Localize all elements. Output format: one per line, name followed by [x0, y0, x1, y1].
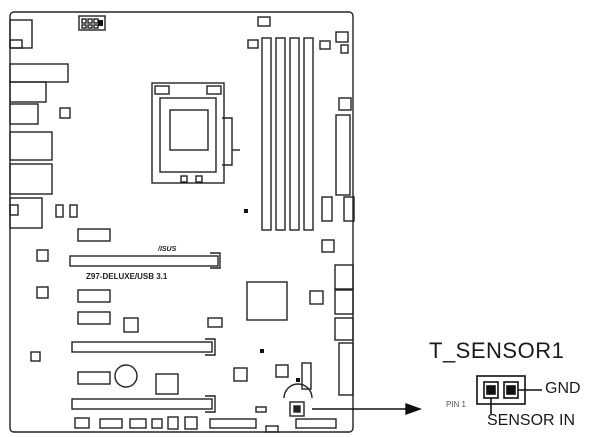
- pin1-label: PIN 1: [446, 400, 467, 409]
- m2-connector: [301, 362, 312, 390]
- t-sensor-header: [476, 375, 542, 414]
- cpu-socket: [151, 82, 240, 184]
- dimm-slots: [247, 31, 349, 231]
- small-components: [30, 107, 324, 382]
- solid-marks: [98, 20, 300, 382]
- chipset: [246, 281, 288, 321]
- sensor-in-label: SENSOR IN: [487, 412, 576, 429]
- gnd-label: GND: [545, 380, 581, 397]
- small-chip: [257, 16, 271, 27]
- right-edge-connectors: [321, 97, 355, 396]
- small-ic: [207, 317, 223, 328]
- rear-io-ports: [9, 19, 69, 229]
- cmos-battery: [114, 364, 138, 388]
- bottom-headers: [74, 406, 337, 433]
- chip-near-battery: [155, 373, 179, 395]
- pcie-slots: [69, 228, 221, 413]
- board-model: Z97-DELUXE/USB 3.1: [86, 272, 168, 281]
- t-sensor-title: T_SENSOR1: [429, 338, 565, 363]
- pointer-arrow: [312, 403, 423, 415]
- board-brand: /ISUS: [157, 246, 177, 253]
- t-sensor-onboard: [283, 383, 313, 417]
- top-power-connector: [78, 15, 106, 31]
